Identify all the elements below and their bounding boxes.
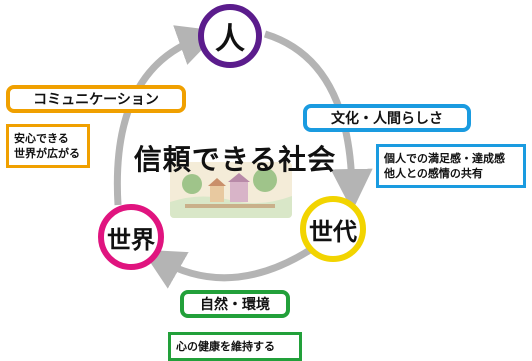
arrow-person-to-generation	[263, 30, 373, 211]
note-communication-line-2: 世界が広がる	[14, 147, 80, 160]
note-communication-line-1: 安心できる	[14, 132, 69, 145]
note-nature: 心の健康を維持する	[168, 332, 302, 361]
box-culture: 文化・人間らしさ	[303, 104, 471, 132]
arrow-generation-to-world	[141, 247, 312, 289]
node-world: 世界	[98, 204, 164, 270]
note-culture-line-1: 個人での満足感・達成感	[384, 152, 505, 165]
note-culture: 個人での満足感・達成感 他人との感情の共有	[376, 144, 526, 188]
box-nature: 自然・環境	[180, 290, 290, 318]
note-communication: 安心できる 世界が広がる	[6, 124, 90, 168]
note-nature-line-1: 心の健康を維持する	[176, 340, 275, 353]
center-title: 信頼できる社会	[133, 143, 337, 176]
town-illustration	[170, 162, 292, 218]
box-communication: コミュニケーション	[6, 85, 186, 113]
note-culture-line-2: 他人との感情の共有	[384, 167, 483, 180]
node-generation: 世代	[300, 196, 366, 262]
node-person: 人	[198, 4, 262, 68]
